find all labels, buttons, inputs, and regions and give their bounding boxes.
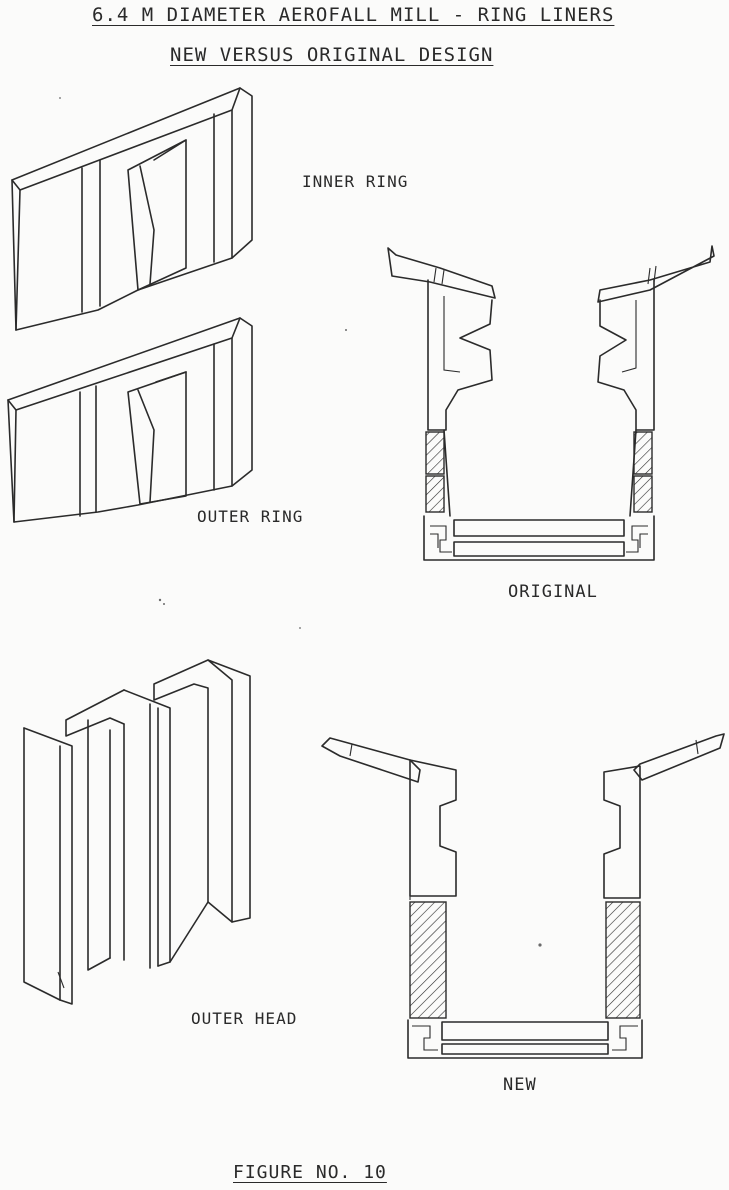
title-line-2: NEW VERSUS ORIGINAL DESIGN xyxy=(170,44,494,66)
outer-head-drawing xyxy=(23,659,251,1005)
title-line-1: 6.4 M DIAMETER AEROFALL MILL - RING LINE… xyxy=(92,4,615,26)
label-original: ORIGINAL xyxy=(508,582,598,602)
scan-specks xyxy=(59,97,542,947)
inner-ring-drawing xyxy=(11,87,253,331)
label-inner-ring: INNER RING xyxy=(302,172,409,191)
label-outer-ring: OUTER RING xyxy=(197,507,304,526)
outer-ring-drawing xyxy=(7,317,253,523)
original-section-drawing xyxy=(387,245,715,561)
new-section-drawing xyxy=(321,733,725,1059)
label-outer-head: OUTER HEAD xyxy=(191,1009,298,1028)
label-new: NEW xyxy=(503,1075,537,1095)
figure-caption: FIGURE NO. 10 xyxy=(233,1162,387,1183)
